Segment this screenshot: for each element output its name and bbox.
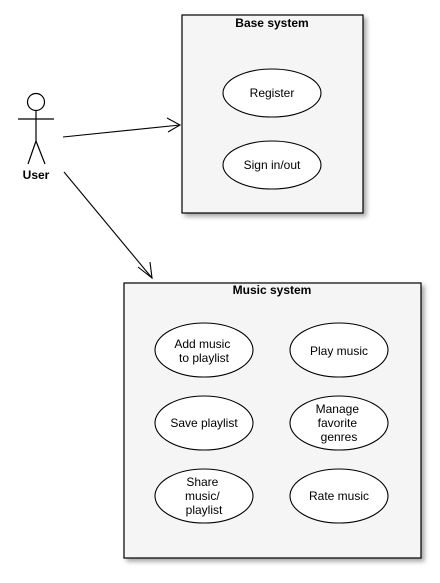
use-case-sign-in-out-label: Sign in/out (244, 158, 301, 172)
use-case-manage-genres-label: Manage favorite genres (316, 402, 363, 444)
use-case-save-playlist-label: Save playlist (170, 416, 238, 430)
use-case-share-label: Share music/ playlist (185, 475, 223, 517)
actor-head (26, 92, 46, 112)
actor-right-leg (35, 140, 46, 165)
use-case-register-label: Register (250, 86, 295, 100)
use-case-share-music-playlist: Share music/ playlist (154, 468, 254, 524)
use-case-manage-favorite-genres: Manage favorite genres (289, 395, 389, 451)
actor-label: User (23, 168, 50, 182)
arrow-user-to-base-system (62, 117, 182, 138)
use-case-rate-music-label: Rate music (309, 489, 369, 503)
use-case-add-music-to-playlist: Add music to playlist (154, 322, 254, 378)
arrow-user-to-music-system (63, 171, 153, 280)
base-system-title: Base system (235, 16, 308, 30)
use-case-play-music-label: Play music (310, 344, 368, 358)
use-case-sign-in-out: Sign in/out (222, 140, 322, 190)
use-case-add-music-label: Add music to playlist (174, 337, 233, 365)
user-actor (18, 92, 54, 165)
use-case-rate-music: Rate music (289, 468, 389, 524)
use-case-register: Register (222, 68, 322, 118)
actor-left-leg (27, 140, 37, 165)
use-case-save-playlist: Save playlist (154, 395, 254, 451)
music-system-title: Music system (233, 283, 312, 297)
use-case-play-music: Play music (289, 322, 389, 378)
